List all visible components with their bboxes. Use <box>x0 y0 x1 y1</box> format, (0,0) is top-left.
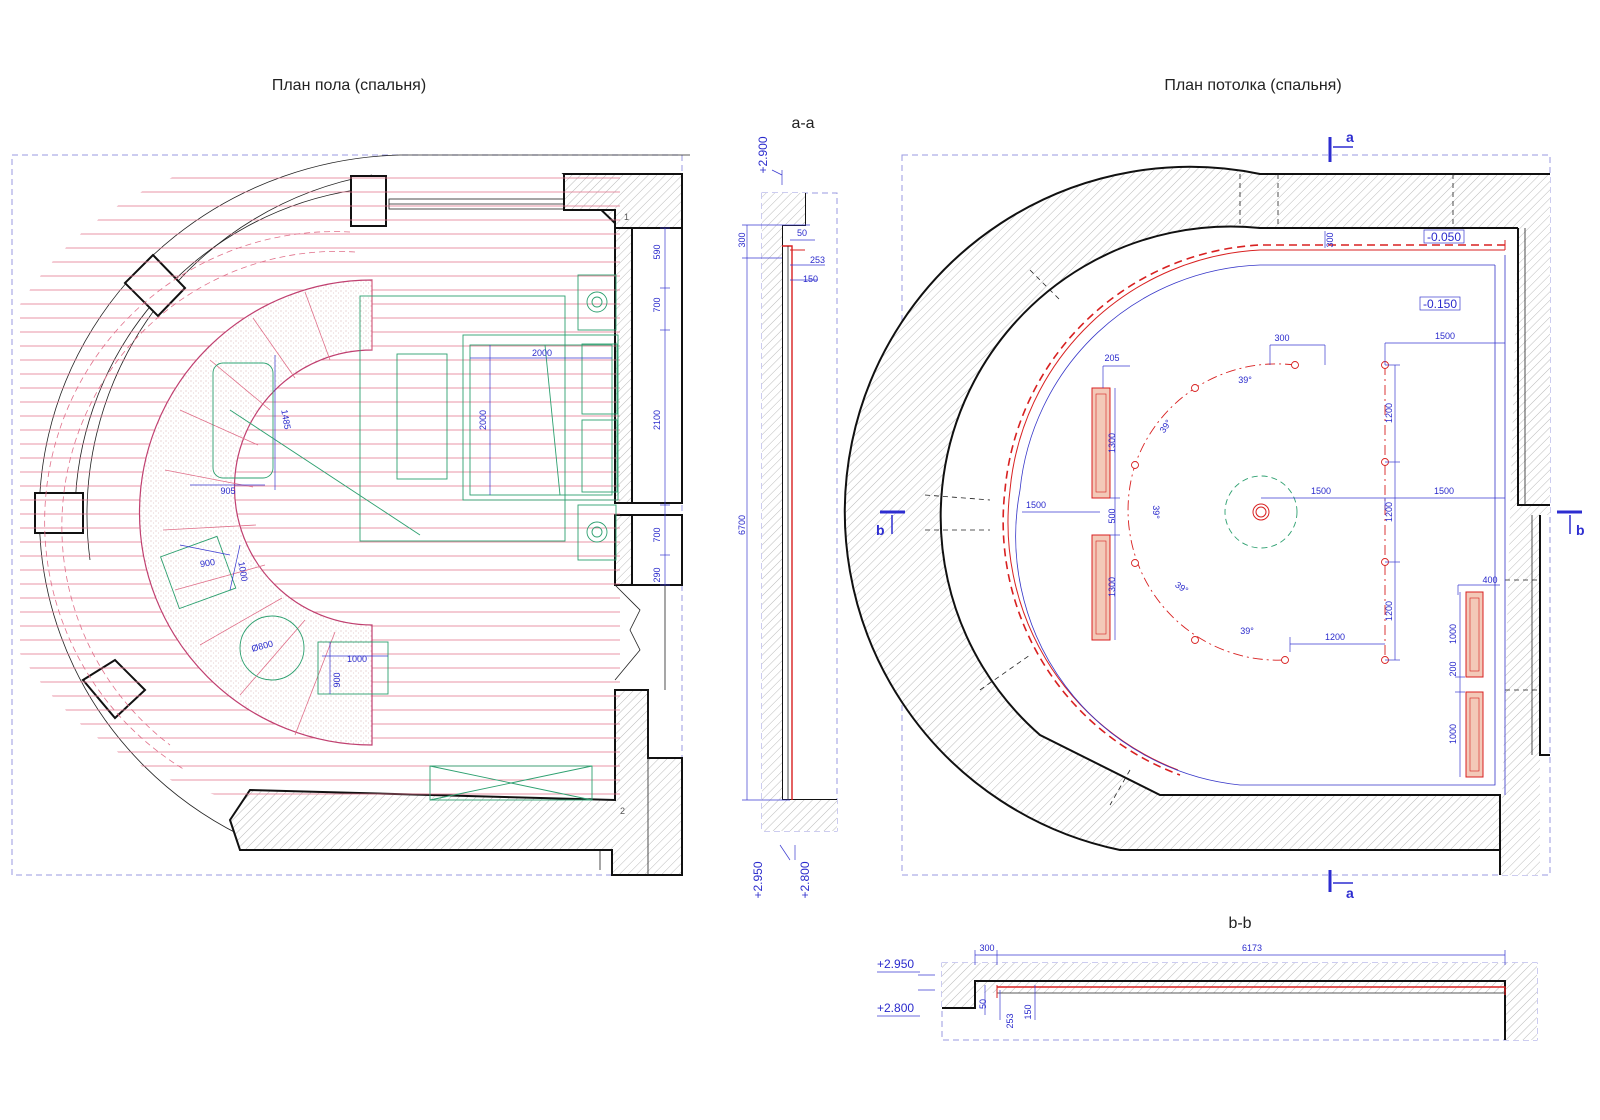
dim-500: 500 <box>1107 508 1117 523</box>
dim-205: 205 <box>1104 353 1119 363</box>
dim-1485: 1485 <box>279 409 292 430</box>
section-marker-b-left: b <box>876 510 905 538</box>
ceiling-level-label: -0.050 <box>1427 230 1461 244</box>
armchair <box>317 641 389 695</box>
floor-plan-boundary <box>11 154 683 876</box>
floor-plan-title: План пола (спальня) <box>272 77 426 94</box>
dim-150: 150 <box>803 274 818 284</box>
level-mark: +2.800 <box>798 861 812 898</box>
section-bb-title: b-b <box>1228 915 1251 932</box>
ceiling-level-label: -0.150 <box>1423 297 1457 311</box>
dim-1200: 1200 <box>1325 632 1345 642</box>
nightstand <box>577 504 617 561</box>
section-aa-title: a-a <box>791 115 814 132</box>
dim-50: 50 <box>797 228 807 238</box>
level-mark: +2.950 <box>751 861 765 898</box>
dim-6173: 6173 <box>1242 943 1262 953</box>
svg-text:b: b <box>1576 522 1585 538</box>
pillar <box>350 175 387 227</box>
ceiling-profile <box>782 245 793 800</box>
dim-1000: 1000 <box>1448 624 1458 644</box>
rug <box>359 295 566 542</box>
pillar <box>34 492 84 534</box>
curved-platform <box>138 279 373 746</box>
nightstand <box>577 274 617 331</box>
svg-text:b: b <box>876 522 885 538</box>
dim-1500: 1500 <box>1435 331 1455 341</box>
svg-text:a: a <box>1346 129 1354 145</box>
level-mark: +2.950 <box>877 957 914 971</box>
chair <box>212 362 274 479</box>
dim-1500: 1500 <box>1311 486 1331 496</box>
angle-label: 39° <box>1238 375 1252 385</box>
dim-1000: 1000 <box>1448 724 1458 744</box>
pillar <box>81 658 147 720</box>
dim-1200: 1200 <box>1384 601 1394 621</box>
chandelier-zone <box>1224 475 1298 549</box>
dim-1200: 1200 <box>1384 502 1394 522</box>
axis-label: 1 <box>624 212 629 222</box>
section-bb: 300 6173 50 253 150 +2.950 +2.800 <box>877 943 1538 1041</box>
dim-2000-height: 2000 <box>478 410 488 430</box>
dim-700: 700 <box>652 527 662 542</box>
dim-1300: 1300 <box>1107 577 1117 597</box>
dim-590: 590 <box>652 244 662 259</box>
dim-2100: 2100 <box>652 410 662 430</box>
pillar <box>123 253 187 318</box>
dim-253: 253 <box>1005 1013 1015 1028</box>
dim-6700: 6700 <box>737 515 747 535</box>
round-table <box>239 615 305 681</box>
section-aa: 300 50 253 150 6700 +2.900 +2.950 +2.800 <box>737 136 838 899</box>
ceiling-plan: 300 300 1500 205 1300 500 1300 1500 1500… <box>843 129 1585 901</box>
dim-900: 900 <box>199 557 216 569</box>
angle-label: 39° <box>1151 505 1161 519</box>
furniture <box>159 274 619 801</box>
level-mark: +2.900 <box>756 136 770 173</box>
ceiling-profile <box>997 986 1506 995</box>
linear-light <box>1091 387 1484 778</box>
dim-1000: 1000 <box>347 654 367 664</box>
level-mark: +2.800 <box>877 1001 914 1015</box>
spotlights <box>1131 361 1389 664</box>
angle-label: 39° <box>1240 626 1254 636</box>
ceiling-plan-title: План потолка (спальня) <box>1164 77 1341 94</box>
dim-300: 300 <box>1274 333 1289 343</box>
bench <box>396 353 448 480</box>
dim-1000: 1000 <box>236 561 249 582</box>
section-marker-a-bottom: a <box>1328 870 1354 901</box>
dim-150: 150 <box>1023 1004 1033 1019</box>
dim-1200: 1200 <box>1384 403 1394 423</box>
svg-text:a: a <box>1346 885 1354 901</box>
section-marker-b-right: b <box>1557 510 1585 538</box>
floor-plan: 590 700 2100 700 290 2000 2000 1485 905 … <box>11 154 690 876</box>
dim-290: 290 <box>652 567 662 582</box>
section-marker-a-top: a <box>1328 129 1354 162</box>
dim-253: 253 <box>810 255 825 265</box>
axis-label: 2 <box>620 806 625 816</box>
dim-200: 200 <box>1448 661 1458 676</box>
dim-1300: 1300 <box>1107 433 1117 453</box>
dim-700: 700 <box>652 297 662 312</box>
dresser <box>429 765 593 801</box>
dim-50: 50 <box>978 999 988 1009</box>
dim-2000-width: 2000 <box>532 348 552 358</box>
dim-1500: 1500 <box>1434 486 1454 496</box>
door <box>614 584 641 681</box>
dim-1500: 1500 <box>1026 500 1046 510</box>
cove-lighting <box>1002 244 1505 776</box>
dim-300: 300 <box>737 232 747 247</box>
ceiling-outline <box>1015 255 1506 795</box>
dim-300: 300 <box>1325 232 1335 247</box>
dim-900: 900 <box>332 672 342 687</box>
dim-300: 300 <box>979 943 994 953</box>
bed <box>462 334 619 501</box>
dim-400: 400 <box>1482 575 1497 585</box>
wall <box>843 165 1550 875</box>
dim-905: 905 <box>220 486 235 496</box>
